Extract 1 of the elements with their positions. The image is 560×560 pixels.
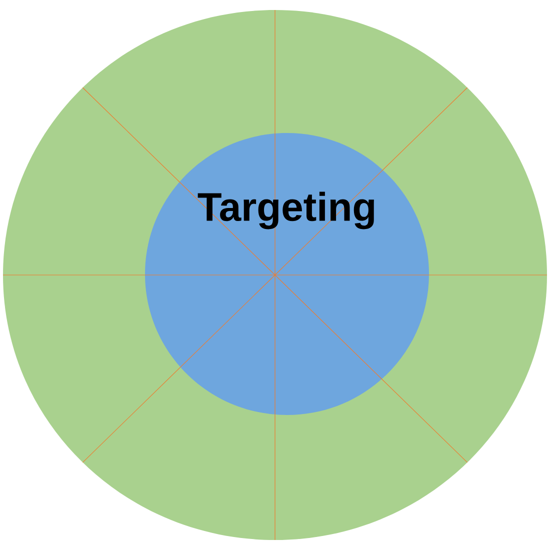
inner-circle bbox=[145, 133, 429, 415]
